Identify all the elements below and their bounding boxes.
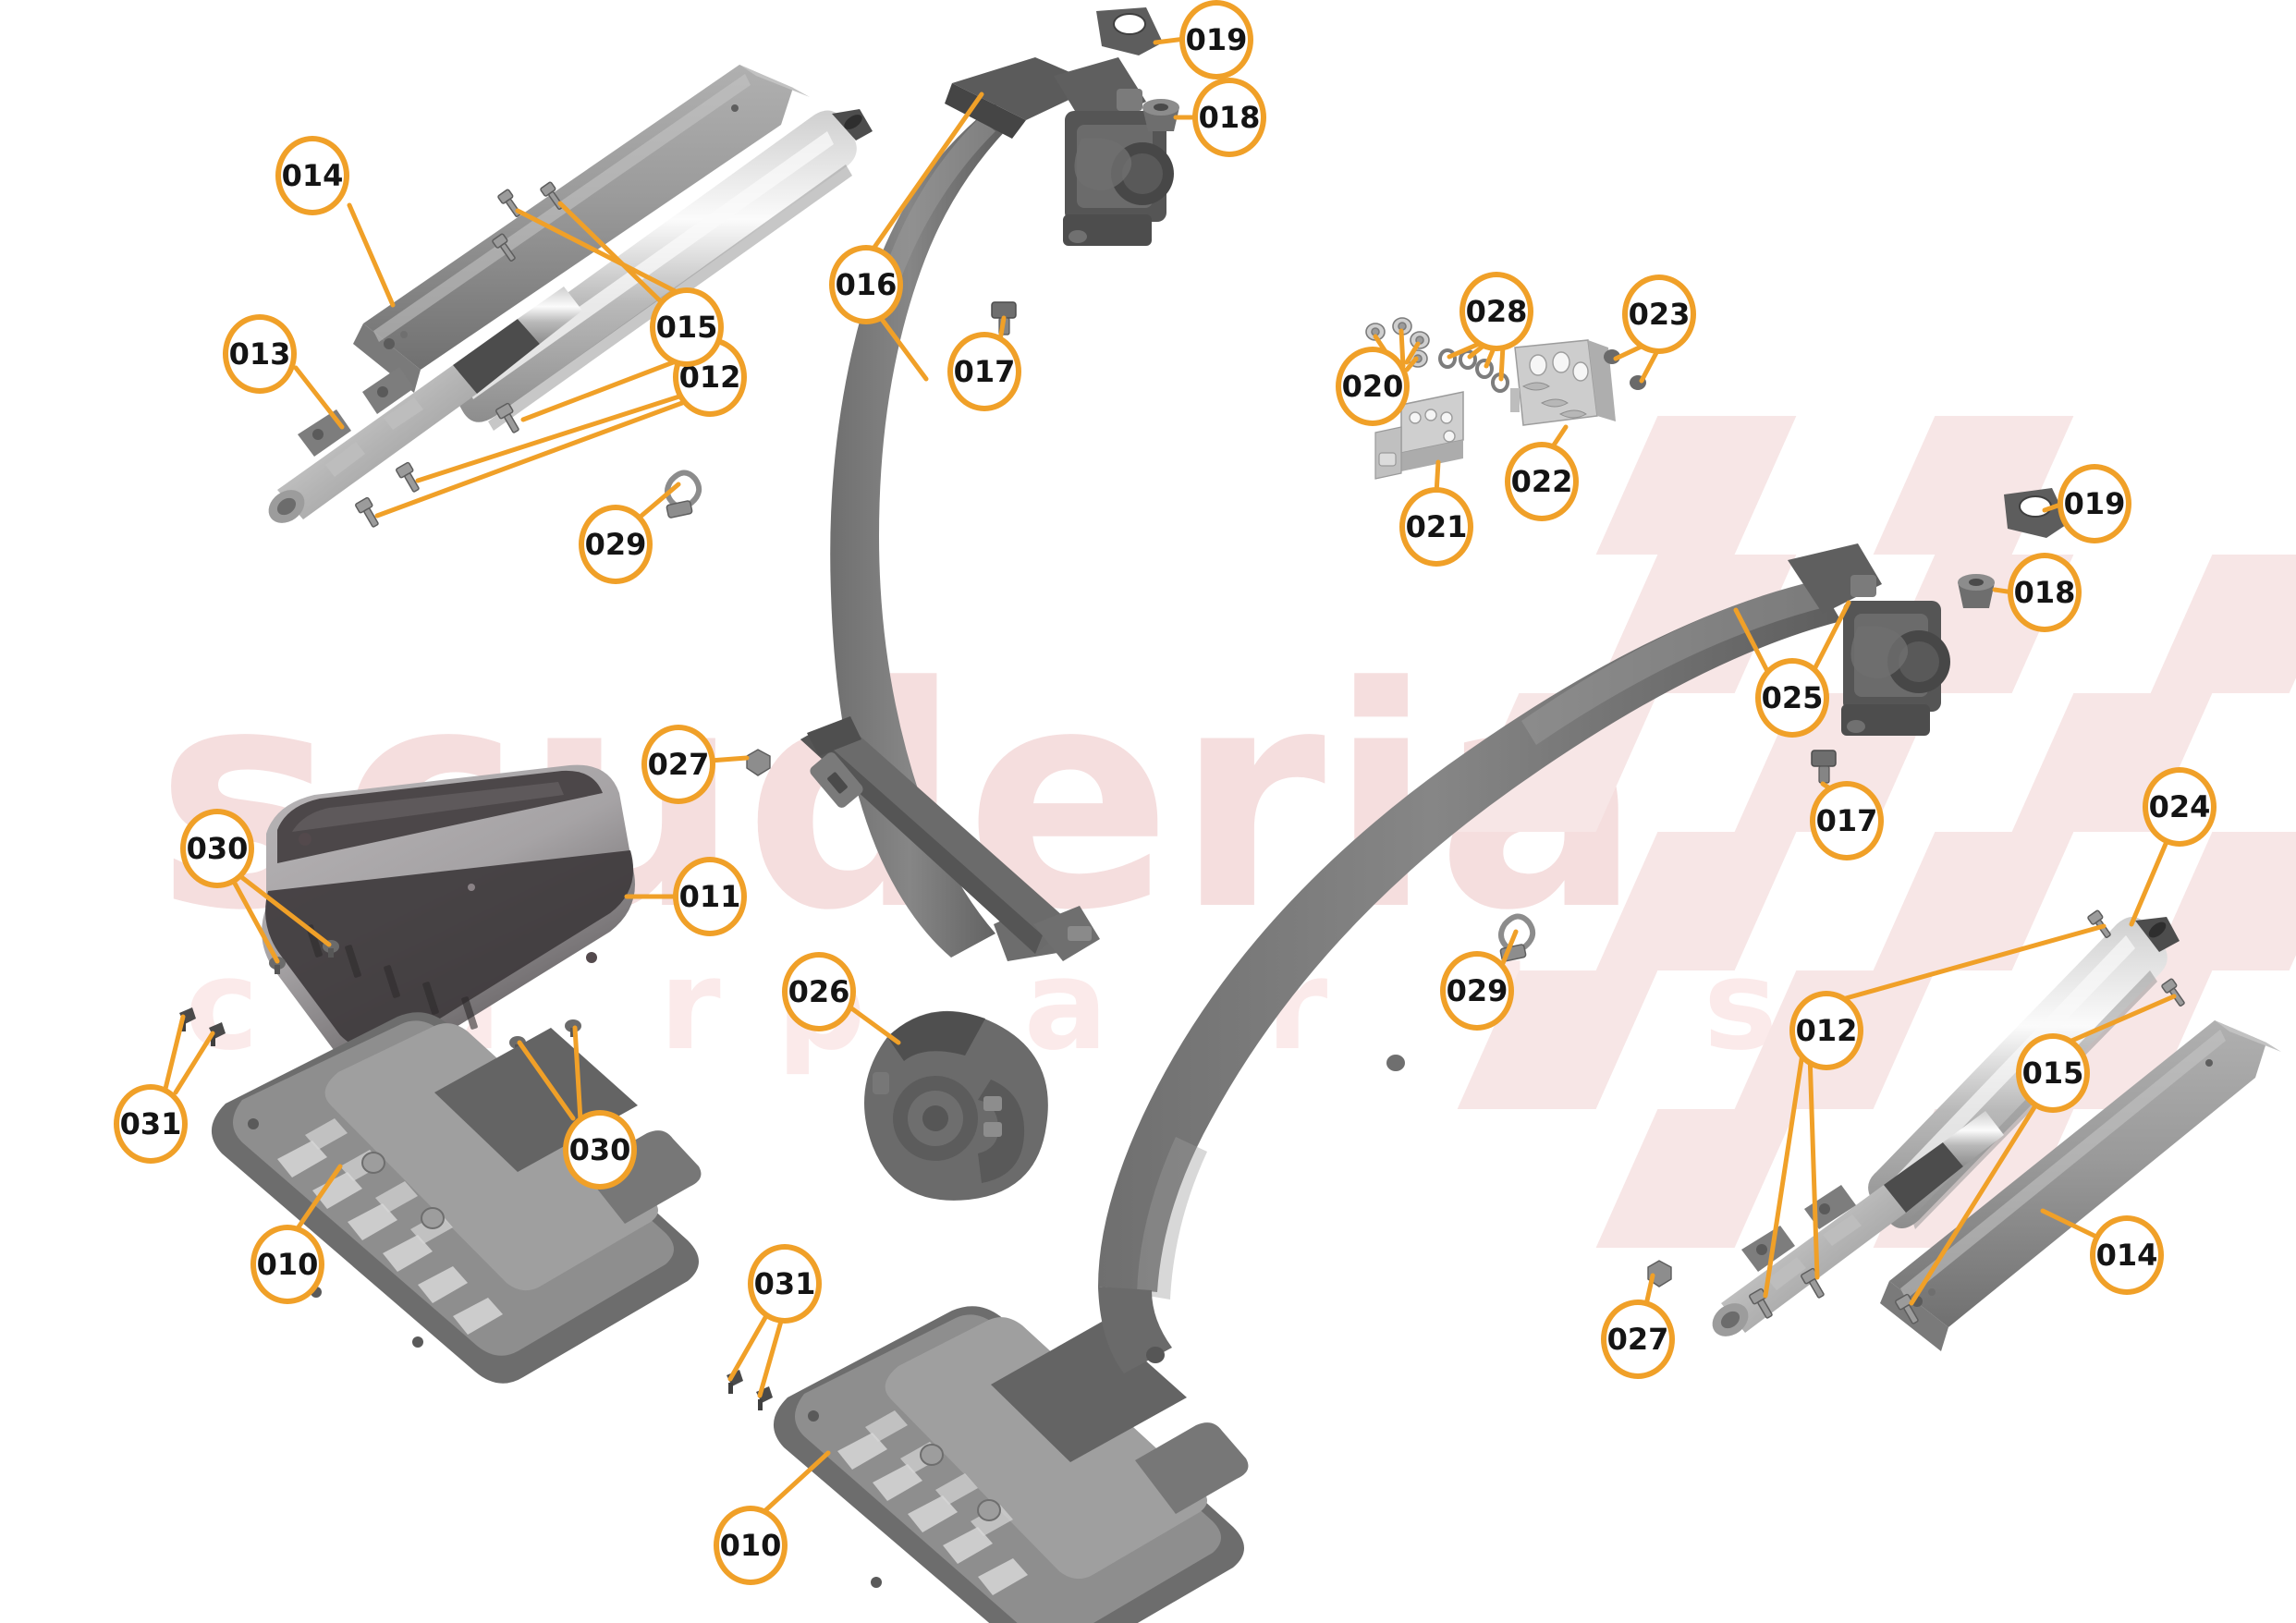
bolt-group-left	[355, 181, 564, 528]
retractor-left	[1054, 57, 1174, 246]
watermark-tagline-right: p a r t s	[776, 933, 1836, 1078]
buckle-strap-center	[800, 716, 1100, 961]
part-027-right	[1647, 1260, 1672, 1287]
callout-027-right[interactable]: 027	[1601, 1300, 1675, 1379]
part-026-spool	[864, 1010, 1048, 1201]
callout-029-right[interactable]: 029	[1440, 951, 1514, 1031]
callout-010-right[interactable]: 010	[714, 1506, 788, 1585]
callout-029-left[interactable]: 029	[579, 505, 653, 584]
callout-025[interactable]: 025	[1755, 658, 1829, 738]
part-017-left	[991, 301, 1017, 336]
callout-026[interactable]: 026	[782, 952, 856, 1031]
callout-015-right[interactable]: 015	[2016, 1033, 2090, 1113]
watermark-brand-text: scuderia	[155, 622, 1645, 977]
callout-030-lower[interactable]: 030	[563, 1110, 637, 1190]
callout-022[interactable]: 022	[1505, 442, 1579, 521]
callout-014-right[interactable]: 014	[2090, 1215, 2164, 1295]
part-031-screws-center	[727, 1370, 773, 1410]
part-029-left	[665, 470, 702, 519]
part-031-screws-left	[179, 1007, 226, 1046]
callout-020[interactable]: 020	[1336, 347, 1410, 426]
callout-011[interactable]: 011	[673, 857, 747, 936]
callout-012-right[interactable]: 012	[1789, 991, 1863, 1070]
part-010-module-center	[773, 1306, 1249, 1623]
callout-023[interactable]: 023	[1622, 275, 1696, 354]
part-014-left	[353, 65, 810, 393]
callout-030-upper[interactable]: 030	[180, 809, 254, 888]
callout-018-right[interactable]: 018	[2008, 553, 2082, 632]
part-024-tensioner-right	[1712, 1111, 2004, 1336]
callout-021[interactable]: 021	[1399, 487, 1473, 567]
callout-014-left[interactable]: 014	[275, 136, 349, 215]
watermark-tagline-left: c a r	[185, 933, 778, 1078]
part-029-right	[1498, 913, 1536, 962]
callout-013[interactable]: 013	[223, 314, 297, 394]
part-030-screws-upper	[269, 940, 339, 974]
part-018-left	[1142, 99, 1179, 131]
callout-017-right[interactable]: 017	[1810, 781, 1884, 860]
part-022-plate	[1510, 339, 1616, 426]
callout-018-left[interactable]: 018	[1192, 78, 1266, 157]
callout-028[interactable]: 028	[1459, 272, 1533, 351]
part-019-left	[1096, 7, 1163, 55]
part-030-screws-lower	[509, 1019, 581, 1054]
callout-019-right[interactable]: 019	[2058, 464, 2131, 543]
callout-024[interactable]: 024	[2143, 767, 2217, 847]
callout-031-left[interactable]: 031	[114, 1084, 188, 1164]
callout-015-left[interactable]: 015	[650, 287, 724, 367]
callout-027-left[interactable]: 027	[641, 725, 715, 804]
callout-019-left[interactable]: 019	[1179, 0, 1253, 79]
callout-016[interactable]: 016	[829, 245, 903, 324]
part-010-module-left	[211, 1012, 702, 1384]
callout-010-left[interactable]: 010	[250, 1225, 324, 1304]
part-017-right	[1811, 750, 1837, 784]
callout-017-left[interactable]: 017	[947, 332, 1021, 411]
part-016-belt-left	[830, 57, 1100, 961]
part-011-cushion	[262, 764, 635, 1070]
part-028-washers	[1438, 348, 1509, 393]
leader-lines	[162, 36, 2177, 1517]
part-027-left	[746, 749, 771, 776]
callout-031-right[interactable]: 031	[748, 1244, 822, 1324]
part-023-studs	[1604, 349, 1646, 390]
part-015-left	[449, 109, 873, 431]
part-013-left	[268, 287, 582, 523]
part-018-right	[1958, 574, 1995, 608]
